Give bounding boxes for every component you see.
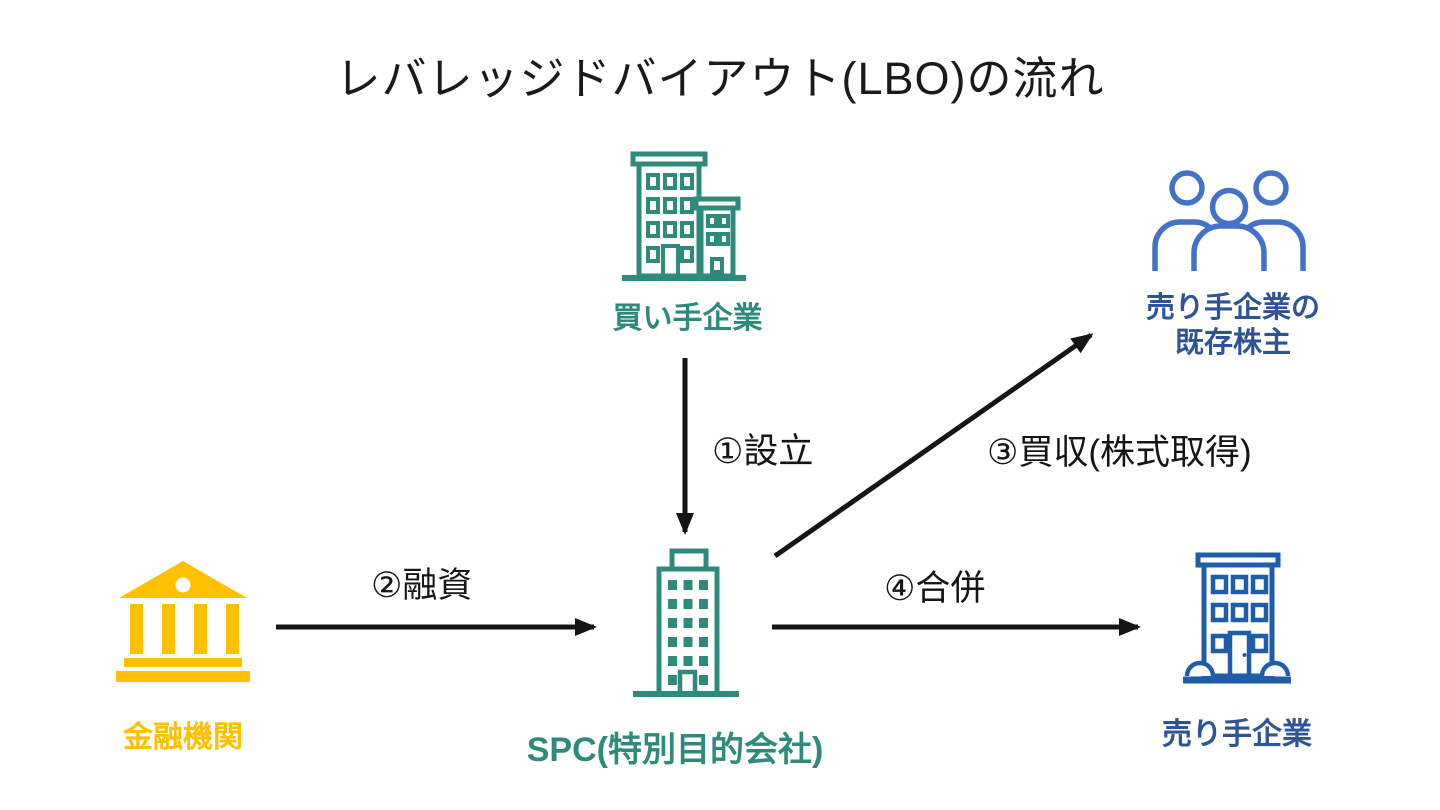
shareholders-label-line1: 売り手企業の	[1145, 292, 1320, 324]
shareholders-label-line2: 既存株主	[1174, 327, 1291, 359]
bank-label: 金融機関	[123, 721, 243, 754]
shareholders-label: 売り手企業の 既存株主	[1108, 291, 1358, 361]
tall-building-icon	[633, 548, 739, 697]
spc-label: SPC(特別目的会社)	[526, 731, 824, 769]
bank-icon	[116, 561, 250, 682]
step4-merger-label: ④合併	[884, 569, 986, 608]
step1-establish-label: ①設立	[712, 432, 814, 471]
seller-company-label: 売り手企業	[1162, 718, 1312, 751]
page-title: レバレッジドバイアウト(LBO)の流れ	[335, 53, 1105, 104]
step3-acquisition-label: ③買収(株式取得)	[987, 433, 1252, 472]
office-buildings-icon	[622, 151, 746, 281]
step2-loan-label: ②融資	[371, 566, 473, 605]
buyer-company-label: 買い手企業	[612, 302, 763, 335]
building-icon	[1183, 552, 1291, 684]
people-group-icon	[1152, 170, 1306, 271]
arrow-acquisition	[773, 332, 1094, 559]
